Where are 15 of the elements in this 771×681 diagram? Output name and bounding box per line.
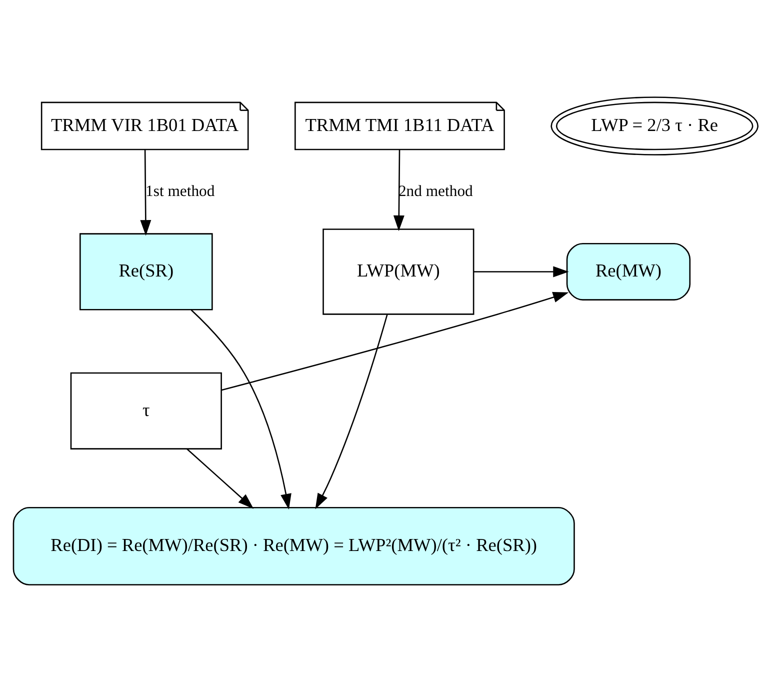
arrow [393,149,404,231]
node-box: Re(MW) [566,242,691,300]
arrow [140,149,152,236]
node-box: LWP(MW) [322,228,474,314]
arrow [315,314,388,509]
node-box: Re(SR) [79,232,213,310]
node-ellipse: LWP = 2/3 τ · Re [550,96,758,155]
arrow [190,309,292,510]
node-box: Re(DI) = Re(MW)/Re(SR) · Re(MW) = LWP²(MW)/(τ² · Re(SR)) [12,506,575,585]
node-box: τ [70,372,222,449]
edge-label: 1st method [146,182,215,200]
edge-label: 2nd method [398,182,473,200]
arrow [221,291,569,390]
arrow [474,266,569,277]
arrow [186,448,254,508]
